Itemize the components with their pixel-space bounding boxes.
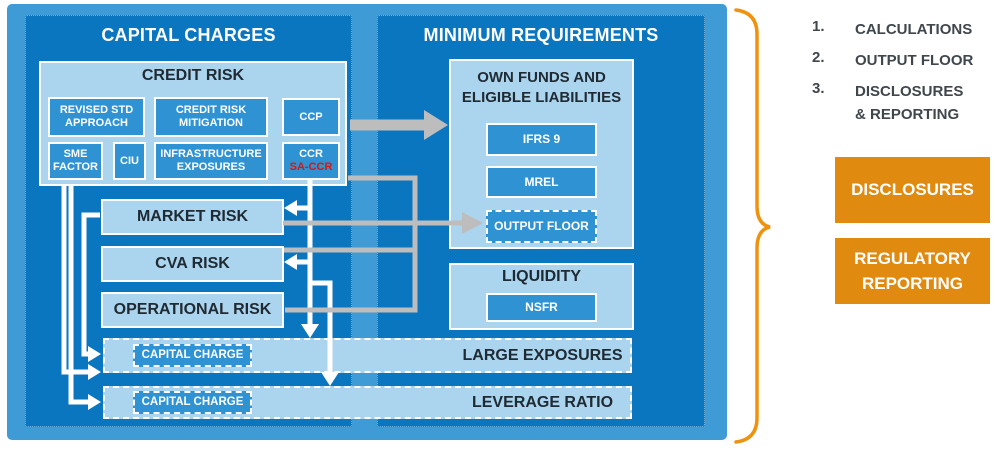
minimum-requirements-title: MINIMUM REQUIREMENTS (423, 25, 659, 45)
regulatory-reporting-callout: REGULATORY REPORTING (835, 238, 990, 304)
own-funds-title-line1: OWN FUNDS AND (477, 69, 606, 86)
capital-charge-badge-large-exposures: CAPITAL CHARGE (133, 344, 252, 367)
capital-charges-title: CAPITAL CHARGES (101, 25, 276, 45)
legend-item-3: 3. DISCLOSURES & REPORTING (812, 80, 963, 126)
legend-label-2: OUTPUT FLOOR (855, 52, 974, 69)
ccp-box: CCP (282, 98, 340, 136)
own-funds-title-line2: ELIGIBLE LIABILITIES (461, 88, 622, 106)
sa-ccr-label: SA-CCR (289, 161, 333, 173)
operational-risk-box: OPERATIONAL RISK (101, 292, 284, 328)
leverage-ratio-row: CAPITAL CHARGE LEVERAGE RATIO (103, 386, 632, 419)
liquidity-container: LIQUIDITY NSFR (449, 263, 634, 330)
legend-item-2: 2. OUTPUT FLOOR (812, 49, 973, 72)
capital-charge-badge-leverage-ratio: CAPITAL CHARGE (133, 391, 252, 414)
ifrs9-box: IFRS 9 (486, 123, 597, 156)
disclosures-callout: DISCLOSURES (835, 157, 990, 223)
legend-label-3-line1: DISCLOSURES (855, 83, 964, 100)
legend-num-3: 3. (812, 80, 825, 97)
legend-num-1: 1. (812, 18, 825, 35)
credit-risk-title: CREDIT RISK (141, 67, 245, 84)
infrastructure-exposures-box: INFRASTRUCTURE EXPOSURES (154, 142, 268, 180)
legend-label-3-line2: & REPORTING (855, 106, 960, 123)
mrel-box: MREL (486, 166, 597, 198)
ccr-sa-ccr-box: CCR SA-CCR (282, 142, 340, 180)
curly-brace-icon (734, 8, 771, 444)
credit-risk-container: CREDIT RISK REVISED STD APPROACH CREDIT … (39, 61, 347, 186)
large-exposures-label: LARGE EXPOSURES (462, 347, 623, 364)
legend-label-1: CALCULATIONS (855, 21, 973, 38)
ccr-label: CCR (299, 148, 323, 161)
large-exposures-row: CAPITAL CHARGE LARGE EXPOSURES (103, 338, 632, 373)
cva-risk-box: CVA RISK (101, 246, 284, 282)
legend-label-3: DISCLOSURES & REPORTING (855, 80, 963, 126)
own-funds-container: OWN FUNDS AND ELIGIBLE LIABILITIES IFRS … (449, 59, 634, 249)
legend-num-2: 2. (812, 49, 825, 66)
leverage-ratio-label: LEVERAGE RATIO (471, 394, 614, 411)
own-funds-title: OWN FUNDS AND ELIGIBLE LIABILITIES (451, 68, 632, 107)
credit-risk-mitigation-box: CREDIT RISK MITIGATION (154, 97, 268, 137)
output-floor-box: OUTPUT FLOOR (486, 210, 597, 243)
market-risk-box: MARKET RISK (101, 199, 284, 235)
sme-factor-box: SME FACTOR (48, 142, 103, 180)
ciu-box: CIU (113, 142, 146, 180)
legend-item-1: 1. CALCULATIONS (812, 18, 972, 41)
liquidity-title: LIQUIDITY (501, 268, 582, 285)
revised-std-approach-box: REVISED STD APPROACH (48, 97, 145, 137)
nsfr-box: NSFR (486, 293, 597, 322)
